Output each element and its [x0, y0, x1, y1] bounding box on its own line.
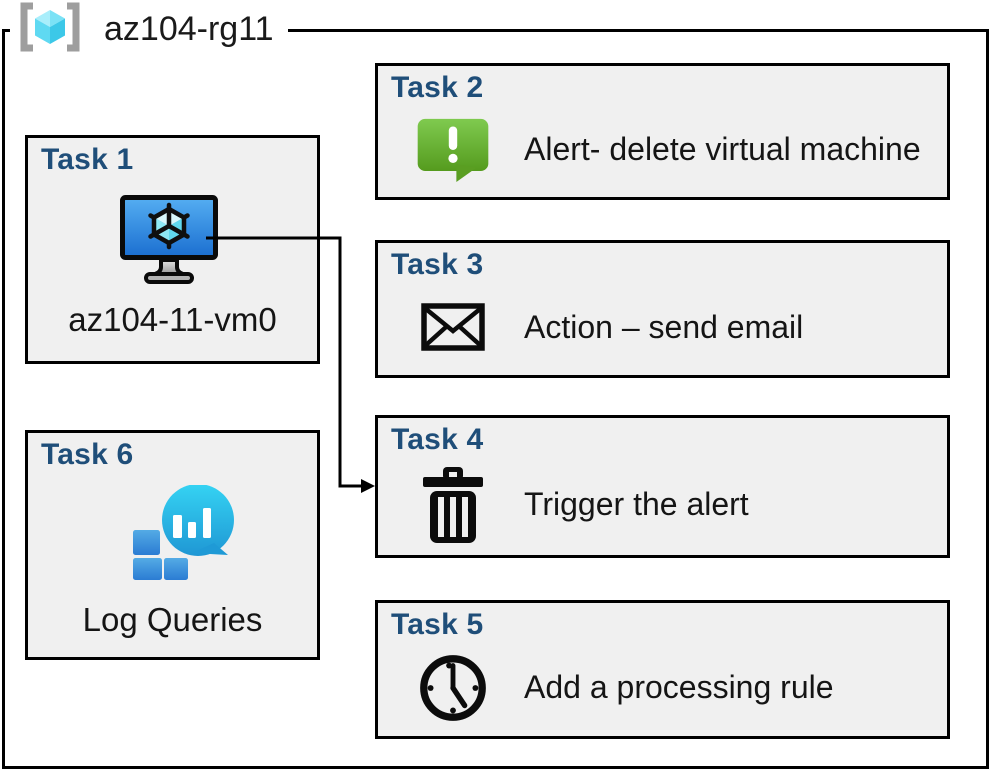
task1-title: Task 1	[41, 143, 134, 176]
task2-title: Task 2	[391, 71, 484, 104]
task4-title: Task 4	[391, 423, 484, 456]
resource-group-icon	[12, 1, 88, 58]
log-queries-icon	[132, 484, 236, 586]
resource-group-legend: az104-rg11	[10, 1, 288, 57]
task5-label: Add a processing rule	[524, 669, 834, 705]
task5-box: Task 5 Add a processing rule	[375, 600, 950, 739]
task6-box: Task 6 Log Queries	[25, 430, 320, 660]
task5-title: Task 5	[391, 608, 484, 641]
clock-icon	[416, 650, 490, 726]
virtual-machine-icon	[119, 194, 219, 289]
task3-title: Task 3	[391, 248, 484, 281]
task2-box: Task 2 Alert- delete virtual machine	[375, 63, 950, 200]
task4-box: Task 4 Trigger the alert	[375, 415, 950, 558]
task6-label: Log Queries	[82, 601, 263, 638]
alert-icon	[416, 111, 490, 189]
task2-label: Alert- delete virtual machine	[524, 131, 921, 167]
email-icon	[416, 303, 490, 351]
task4-label: Trigger the alert	[524, 486, 749, 522]
task3-label: Action – send email	[524, 308, 804, 345]
task3-box: Task 3 Action – send email	[375, 240, 950, 378]
task1-label: az104-11-vm0	[68, 301, 277, 338]
resource-group-title: az104-rg11	[104, 9, 274, 48]
task6-title: Task 6	[41, 438, 134, 471]
trash-icon	[416, 465, 490, 545]
task1-box: Task 1 az104-11-vm0	[25, 135, 320, 364]
